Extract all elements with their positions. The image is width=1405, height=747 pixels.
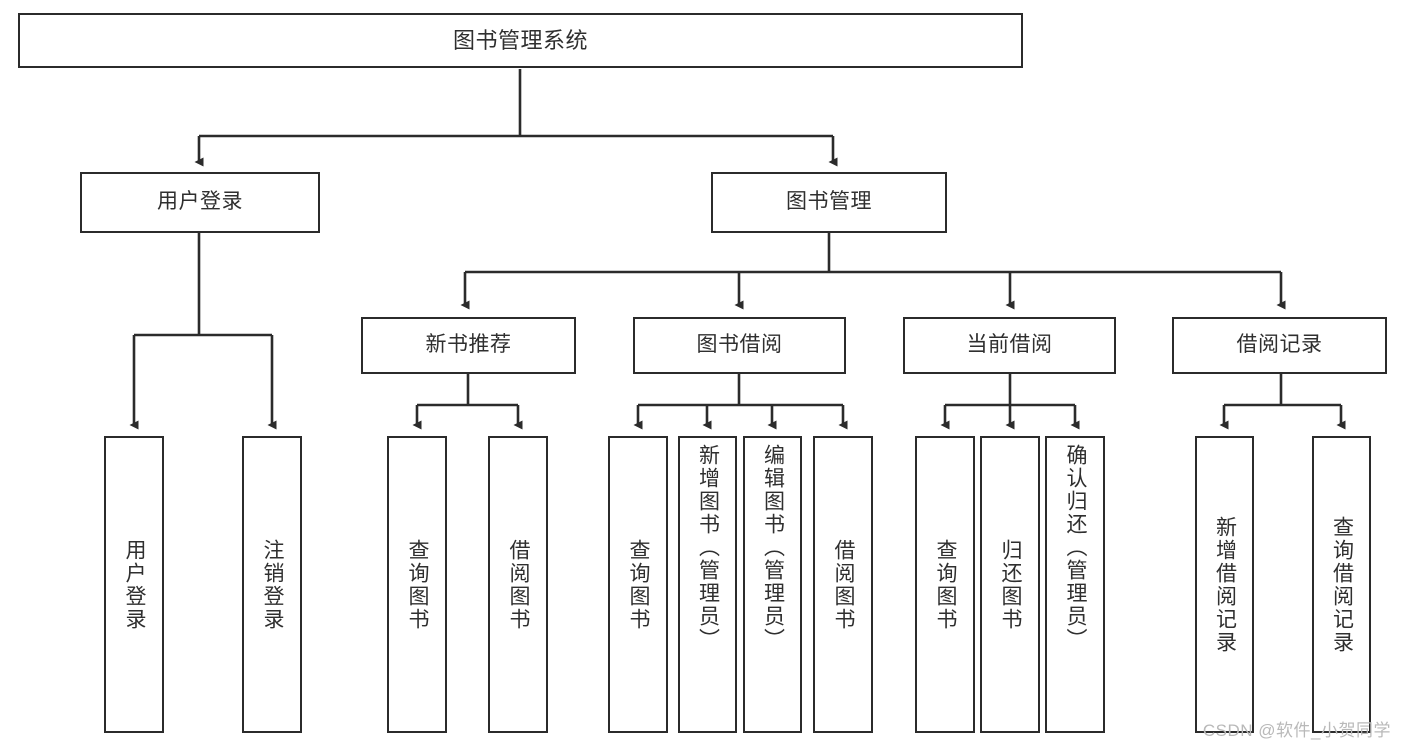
node-label: 注销登录 xyxy=(261,538,285,631)
node-leaf-return-book[interactable]: 归还图书 xyxy=(980,436,1040,733)
node-leaf-borrow-book-recommend[interactable]: 借阅图书 xyxy=(488,436,548,733)
node-leaf-add-book[interactable]: 新增图书（管理员） xyxy=(678,436,737,733)
node-label: 用户登录 xyxy=(157,190,243,214)
node-label: 用户登录 xyxy=(123,538,147,631)
node-leaf-logout-login[interactable]: 注销登录 xyxy=(242,436,302,733)
node-leaf-query-book-current[interactable]: 查询图书 xyxy=(915,436,975,733)
node-leaf-query-book-recommend[interactable]: 查询图书 xyxy=(387,436,447,733)
node-label: 当前借阅 xyxy=(966,333,1053,357)
node-book-borrow[interactable]: 图书借阅 xyxy=(633,317,846,374)
node-label: 查询图书 xyxy=(627,538,651,631)
node-label: 新增图书（管理员） xyxy=(696,444,720,651)
node-label: 归还图书 xyxy=(999,538,1023,631)
node-label: 借阅图书 xyxy=(832,538,856,631)
node-label: 新增借阅记录 xyxy=(1213,515,1237,654)
node-leaf-confirm-return[interactable]: 确认归还（管理员） xyxy=(1045,436,1105,733)
node-leaf-query-borrow-record[interactable]: 查询借阅记录 xyxy=(1312,436,1371,733)
node-root-book-management-system[interactable]: 图书管理系统 xyxy=(18,13,1023,68)
node-new-book-recommend[interactable]: 新书推荐 xyxy=(361,317,576,374)
node-label: 新书推荐 xyxy=(425,333,512,357)
node-label: 图书管理 xyxy=(786,190,872,214)
node-label: 借阅图书 xyxy=(507,538,531,631)
node-label: 查询图书 xyxy=(934,538,958,631)
node-book-management[interactable]: 图书管理 xyxy=(711,172,947,233)
node-label: 编辑图书（管理员） xyxy=(761,444,785,651)
node-leaf-edit-book[interactable]: 编辑图书（管理员） xyxy=(743,436,802,733)
node-leaf-query-book-borrow[interactable]: 查询图书 xyxy=(608,436,668,733)
node-label: 图书借阅 xyxy=(696,333,783,357)
node-current-borrow[interactable]: 当前借阅 xyxy=(903,317,1116,374)
node-label: 查询图书 xyxy=(406,538,430,631)
node-leaf-borrow-book[interactable]: 借阅图书 xyxy=(813,436,873,733)
node-label: 图书管理系统 xyxy=(452,27,588,53)
node-leaf-add-borrow-record[interactable]: 新增借阅记录 xyxy=(1195,436,1254,733)
node-label: 查询借阅记录 xyxy=(1330,515,1354,654)
node-borrow-record[interactable]: 借阅记录 xyxy=(1172,317,1387,374)
node-label: 借阅记录 xyxy=(1236,333,1323,357)
node-label: 确认归还（管理员） xyxy=(1064,444,1088,651)
node-user-login[interactable]: 用户登录 xyxy=(80,172,320,233)
node-leaf-user-login[interactable]: 用户登录 xyxy=(104,436,164,733)
